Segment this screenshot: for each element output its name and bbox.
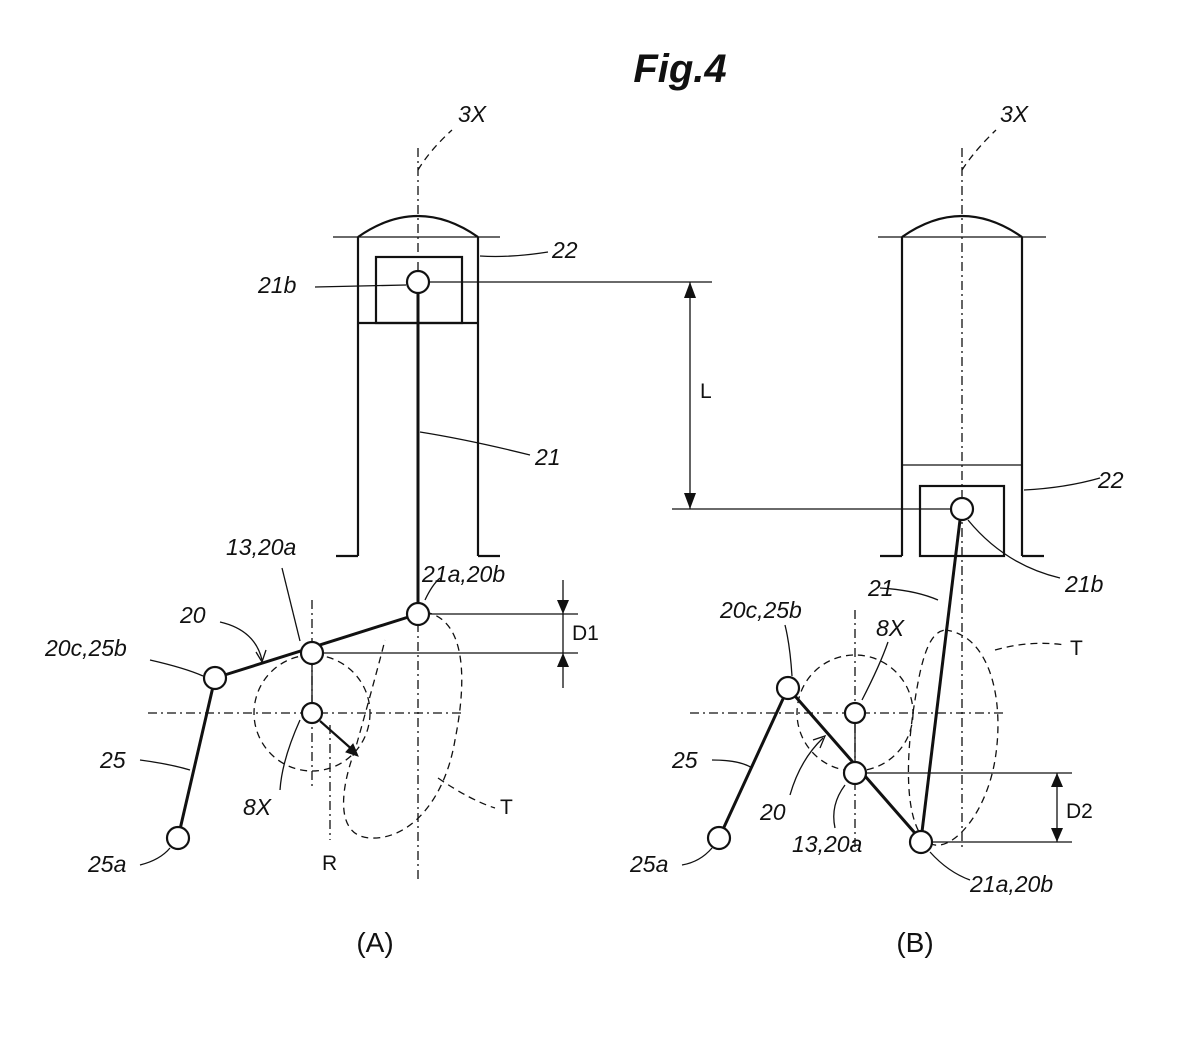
link-label-a: 20 [179, 602, 206, 628]
pin-leader-a [314, 284, 407, 288]
crank-center-a [300, 701, 324, 725]
lever-end-joint-b [706, 825, 732, 851]
link-end-label-a: 20c,25b [44, 635, 127, 661]
lower-rod-leader-a [424, 577, 441, 601]
rod-leader-a [419, 431, 531, 456]
crank-joint-b [842, 760, 868, 786]
radius-arrow-a [319, 720, 356, 753]
axis-label-b: 3X [1000, 101, 1030, 127]
radius-label-a: R [322, 852, 337, 875]
link-end-leader-a [149, 659, 204, 677]
crank-joint-a [299, 640, 325, 666]
link-leader-a [219, 621, 263, 661]
lower-rod-joint-a [405, 601, 431, 627]
pin-label-a: 21b [257, 272, 297, 298]
crank-center-b [843, 701, 867, 725]
lever-end-leader-b [681, 847, 713, 866]
link-end-label-b: 20c,25b [719, 597, 802, 623]
lever-end-label-a: 25a [87, 851, 126, 877]
link-leader-b [789, 737, 824, 796]
trajectory-leader-a [437, 777, 496, 809]
lever-leader-a [139, 759, 191, 771]
control-lever-a [176, 677, 217, 839]
rod-label-b: 21 [867, 575, 894, 601]
l-arrow-top [684, 282, 696, 298]
piston-leader-b [1023, 477, 1101, 491]
crank-center-leader-a [279, 719, 301, 791]
trajectory-label-b: T [1070, 637, 1083, 660]
piston-crown-b [901, 214, 1023, 238]
pin-label-b: 21b [1064, 571, 1104, 597]
piston-label-b: 22 [1097, 467, 1124, 493]
trajectory-t-b [907, 629, 999, 846]
trajectory-leader-b [994, 642, 1066, 651]
lever-end-leader-a [139, 847, 171, 866]
lever-end-joint-a [165, 825, 191, 851]
link-label-b: 20 [759, 799, 786, 825]
crank-joint-label-b: 13,20a [792, 831, 862, 857]
connecting-rod-b [919, 519, 962, 841]
rod-label-a: 21 [534, 444, 561, 470]
stroke-dimension: L [430, 281, 950, 510]
control-lever-b [717, 687, 790, 839]
trajectory-t-a [342, 611, 463, 839]
crank-center-leader-b [861, 641, 889, 701]
crank-joint-leader-b [833, 784, 846, 829]
stroke-label: L [700, 380, 712, 403]
trajectory-label-a: T [500, 796, 513, 819]
panel-b: 3X 22 21b T 21 [629, 101, 1124, 958]
panel-b-caption: (B) [896, 927, 933, 958]
radius-arrowhead-a [345, 743, 359, 757]
link-end-joint-b [775, 675, 801, 701]
lower-rod-joint-b [908, 829, 934, 855]
axis-leader-a [417, 129, 453, 171]
lower-rod-label-b: 21a,20b [969, 871, 1053, 897]
piston-pin-21b-b [949, 496, 975, 522]
pin-boss-b [918, 484, 1006, 558]
piston-label-a: 22 [551, 237, 578, 263]
rod-leader-b [879, 587, 939, 601]
lever-label-b: 25 [671, 747, 698, 773]
link-end-leader-b [784, 624, 793, 677]
d2-label: D2 [1066, 800, 1093, 823]
crank-center-label-a: 8X [243, 794, 273, 820]
piston-pin-21b-a [405, 269, 431, 295]
d1-label: D1 [572, 622, 599, 645]
crank-center-label-b: 8X [876, 615, 906, 641]
link-end-joint-a [202, 665, 228, 691]
lever-leader-b [711, 759, 753, 769]
crank-joint-label-a: 13,20a [226, 534, 296, 560]
piston-leader-a [479, 251, 549, 258]
d2-arrow-top [1051, 773, 1063, 787]
lever-end-label-b: 25a [629, 851, 668, 877]
axis-leader-b [961, 129, 997, 171]
d2-arrow-bottom [1051, 828, 1063, 842]
panel-a-caption: (A) [356, 927, 393, 958]
d1-arrow-bottom [557, 653, 569, 667]
panel-a: 3X 21b 22 21 T [44, 101, 599, 958]
link-leader-arrow-b [812, 734, 827, 749]
lower-rod-leader-b [929, 851, 971, 881]
lower-rod-label-a: 21a,20b [421, 561, 505, 587]
pin-leader-b [967, 519, 1061, 579]
l-arrow-bottom [684, 493, 696, 509]
piston-crown-a [357, 214, 479, 238]
link-leader-arrow-a [255, 649, 267, 664]
figure-title: Fig.4 [633, 47, 726, 91]
lever-label-a: 25 [99, 747, 126, 773]
d1-arrow-top [557, 600, 569, 614]
crank-joint-leader-a [281, 567, 301, 642]
axis-label-a: 3X [458, 101, 488, 127]
